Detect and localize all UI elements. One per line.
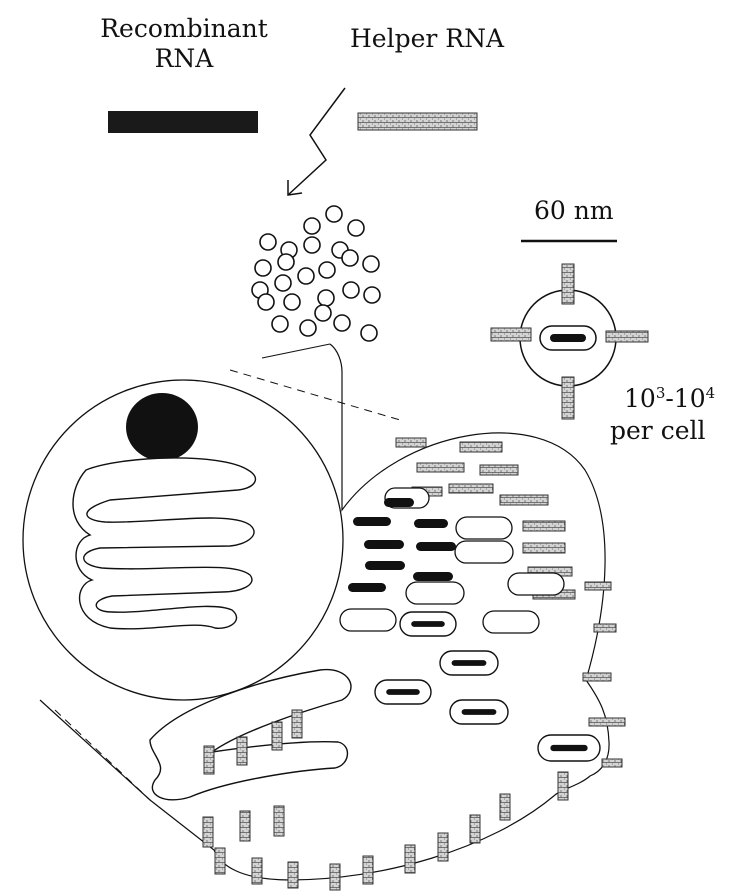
enlarged-particle (491, 264, 648, 419)
membrane-glycoprotein (363, 856, 373, 884)
rna-segment (416, 542, 456, 551)
particle-cluster (252, 206, 380, 341)
virus-particle (334, 315, 350, 331)
membrane-glycoprotein (215, 848, 225, 874)
membrane-glycoprotein (438, 833, 448, 861)
membrane-glycoprotein (272, 722, 282, 750)
nucleocapsid (440, 651, 498, 675)
nucleocapsid (375, 680, 431, 704)
membrane-glycoprotein (602, 759, 622, 767)
empty-vesicle (406, 582, 464, 604)
nucleocapsid (400, 612, 456, 636)
glycoprotein (523, 521, 565, 531)
glycoprotein (480, 465, 518, 475)
glycoprotein (449, 484, 493, 493)
empty-vesicle (456, 517, 512, 539)
rna-segment (364, 540, 404, 549)
virus-particle (258, 294, 274, 310)
membrane-glycoprotein (594, 624, 616, 632)
virus-particle (348, 220, 364, 236)
transfection-arrow (288, 88, 345, 195)
membrane-glycoprotein (240, 811, 250, 841)
glycoprotein (396, 438, 426, 447)
membrane-glycoprotein (583, 673, 611, 681)
rna-segment (353, 517, 391, 526)
virus-particle (304, 218, 320, 234)
virus-particle (284, 294, 300, 310)
membrane-glycoprotein (292, 710, 302, 738)
virus-particle (275, 275, 291, 291)
membrane-glycoprotein (330, 864, 340, 890)
empty-vesicle (483, 611, 539, 633)
membrane-glycoprotein (470, 815, 480, 843)
membrane-glycoprotein (405, 845, 415, 873)
virus-particle (342, 250, 358, 266)
membrane-glycoprotein (252, 858, 262, 884)
nucleocapsid (538, 735, 600, 761)
membrane-glycoprotein (585, 582, 611, 590)
glycoprotein (523, 543, 565, 553)
virus-particle (298, 268, 314, 284)
rna-segment (365, 561, 405, 570)
virus-particle (255, 260, 271, 276)
rna-segment (348, 583, 386, 592)
virus-particle (319, 262, 335, 278)
virus-particle (300, 320, 316, 336)
virus-particle (326, 206, 342, 222)
membrane-glycoprotein (274, 806, 284, 836)
empty-vesicle (508, 573, 564, 595)
empty-vesicle (340, 609, 396, 631)
glycoprotein (460, 442, 502, 452)
virus-particle (272, 316, 288, 332)
glycoprotein (417, 463, 464, 472)
membrane-glycoprotein (204, 746, 214, 774)
virus-particle (363, 256, 379, 272)
rna-segment (413, 572, 453, 581)
zoom-top-line (262, 344, 330, 358)
empty-vesicle (455, 541, 513, 563)
virus-particle (343, 282, 359, 298)
membrane-glycoprotein (288, 862, 298, 888)
membrane-glycoprotein (500, 794, 510, 820)
recombinant-rna-bar (108, 111, 258, 133)
virus-particle (278, 254, 294, 270)
virus-particle (304, 237, 320, 253)
virus-particle (318, 290, 334, 306)
membrane-glycoprotein (558, 772, 568, 800)
nucleocapsid (450, 700, 508, 724)
membrane-glycoprotein (237, 737, 247, 765)
virus-particle (364, 287, 380, 303)
virus-particle (315, 305, 331, 321)
nucleus (126, 393, 198, 461)
virus-particle (260, 234, 276, 250)
glycoprotein (500, 495, 548, 505)
virus-particle (361, 325, 377, 341)
membrane-glycoprotein (203, 817, 213, 847)
membrane-glycoprotein (589, 718, 625, 726)
rna-segment (414, 519, 448, 528)
helper-rna-bar (358, 113, 477, 130)
rna-segment (384, 498, 414, 507)
